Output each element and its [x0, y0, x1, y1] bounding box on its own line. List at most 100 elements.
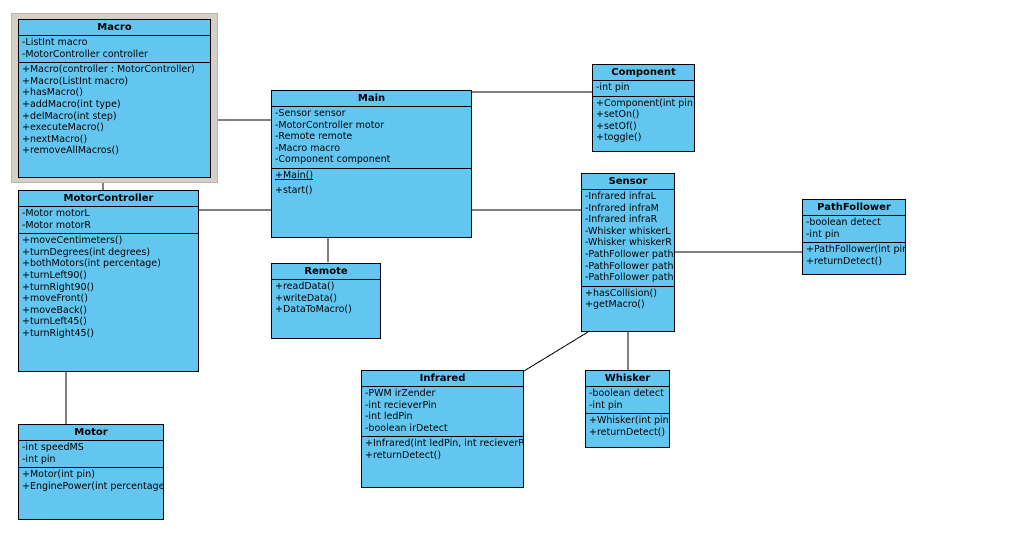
- attribute: -PathFollower pathM: [585, 260, 674, 272]
- method: +turnLeft90(): [22, 269, 87, 281]
- method: +setOf(): [596, 120, 637, 132]
- assoc-sensor-infrared: [523, 331, 589, 372]
- attribute: -Whisker whiskerR: [585, 237, 672, 249]
- attribute: -Motor motorL: [22, 208, 90, 219]
- class-attributes-whisker: -boolean detect -int pin: [586, 387, 669, 415]
- class-methods-infrared: +Infrared(int ledPin, int recieverPin) +…: [362, 437, 523, 463]
- method: +returnDetect(): [589, 426, 666, 438]
- class-methods-remote: +readData() +writeData() +DataToMacro(): [272, 280, 380, 318]
- method: +moveCentimeters(): [22, 235, 123, 247]
- attribute: -boolean detect: [806, 217, 881, 228]
- class-methods-sensor: +hasCollision() +getMacro(): [582, 287, 674, 313]
- class-methods-pathfollower: +PathFollower(int pin) +returnDetect(): [803, 243, 905, 269]
- method: +PathFollower(int pin): [806, 244, 905, 256]
- class-title-infrared: Infrared: [362, 371, 523, 387]
- attribute: -Infrared infraL: [585, 191, 656, 202]
- method: +turnRight45(): [22, 327, 94, 339]
- method: +Component(int pin): [596, 97, 694, 109]
- method: +toggle(): [596, 132, 642, 144]
- attribute: -MotorController motor: [275, 119, 385, 131]
- method: +hasCollision(): [585, 287, 657, 299]
- class-methods-motor: +Motor(int pin) +EnginePower(int percent…: [19, 468, 163, 494]
- attribute: -Component component: [275, 154, 391, 166]
- class-box-main[interactable]: Main -Sensor sensor -MotorController mot…: [271, 90, 472, 238]
- class-attributes-sensor: -Infrared infraL -Infrared infraM -Infra…: [582, 190, 674, 287]
- class-box-component[interactable]: Component -int pin +Component(int pin) +…: [592, 64, 695, 152]
- method: +returnDetect(): [365, 449, 442, 461]
- attribute: -PathFollower pathR: [585, 272, 674, 284]
- attribute: -Sensor sensor: [275, 108, 346, 119]
- method: +nextMacro(): [22, 133, 88, 145]
- method: +Motor(int pin): [22, 469, 95, 481]
- method: +executeMacro(): [22, 122, 104, 134]
- attribute: -Motor motorR: [22, 219, 92, 231]
- method: +Macro(controller : MotorController): [22, 64, 195, 76]
- class-title-main: Main: [272, 91, 471, 107]
- class-title-component: Component: [593, 65, 694, 81]
- attribute: -Macro macro: [275, 142, 341, 154]
- class-attributes-motor: -int speedMS -int pin: [19, 441, 163, 469]
- class-methods-macro: +Macro(controller : MotorController) +Ma…: [19, 63, 210, 159]
- method: +readData(): [275, 281, 335, 292]
- attribute: -int pin: [596, 82, 630, 93]
- class-attributes-macro: -ListInt macro -MotorController controll…: [19, 36, 210, 64]
- class-title-macro: Macro: [19, 20, 210, 36]
- attribute: -boolean irDetect: [365, 422, 448, 434]
- class-box-remote[interactable]: Remote +readData() +writeData() +DataToM…: [271, 263, 381, 339]
- class-box-macro[interactable]: Macro -ListInt macro -MotorController co…: [18, 19, 211, 178]
- attribute: -int pin: [589, 399, 623, 411]
- attribute: -Infrared infraM: [585, 202, 659, 214]
- attribute: -PathFollower pathL: [585, 248, 674, 260]
- class-methods-component: +Component(int pin) +setOn() +setOf() +t…: [593, 97, 694, 146]
- method: +turnLeft45(): [22, 316, 87, 328]
- class-methods-motorcontroller: +moveCentimeters() +turnDegrees(int degr…: [19, 234, 198, 341]
- method: +Infrared(int ledPin, int recieverPin): [365, 438, 523, 450]
- method: +getMacro(): [585, 299, 645, 311]
- class-methods-main: +Main() +start(): [272, 169, 471, 199]
- attribute: -int pin: [22, 453, 56, 465]
- method: +setOn(): [596, 109, 640, 121]
- method: +Macro(ListInt macro): [22, 75, 129, 87]
- attribute: -int speedMS: [22, 442, 84, 453]
- method: +turnDegrees(int degrees): [22, 246, 151, 258]
- attribute: -int recieverPin: [365, 399, 437, 411]
- attribute: -int ledPin: [365, 411, 413, 423]
- class-attributes-infrared: -PWM irZender -int recieverPin -int ledP…: [362, 387, 523, 438]
- class-title-motorcontroller: MotorController: [19, 191, 198, 207]
- class-attributes-motorcontroller: -Motor motorL -Motor motorR: [19, 207, 198, 235]
- attribute: -ListInt macro: [22, 37, 88, 48]
- method: +delMacro(int step): [22, 110, 117, 122]
- class-title-whisker: Whisker: [586, 371, 669, 387]
- class-attributes-pathfollower: -boolean detect -int pin: [803, 216, 905, 244]
- method: +moveFront(): [22, 293, 88, 305]
- method: +returnDetect(): [806, 255, 883, 267]
- method: +addMacro(int type): [22, 98, 121, 110]
- method: +moveBack(): [22, 304, 87, 316]
- attribute: -Whisker whiskerL: [585, 225, 671, 237]
- class-box-pathfollower[interactable]: PathFollower -boolean detect -int pin +P…: [802, 199, 906, 275]
- method: +removeAllMacros(): [22, 145, 119, 157]
- class-title-motor: Motor: [19, 425, 163, 441]
- attribute: -PWM irZender: [365, 388, 436, 399]
- method: +Whisker(int pin): [589, 415, 669, 427]
- class-title-sensor: Sensor: [582, 174, 674, 190]
- method: +bothMotors(int percentage): [22, 258, 161, 270]
- class-box-motorcontroller[interactable]: MotorController -Motor motorL -Motor mot…: [18, 190, 199, 372]
- class-box-infrared[interactable]: Infrared -PWM irZender -int recieverPin …: [361, 370, 524, 488]
- method: +writeData(): [275, 292, 337, 304]
- class-title-remote: Remote: [272, 264, 380, 280]
- method-static: +Main(): [275, 169, 314, 181]
- class-box-motor[interactable]: Motor -int speedMS -int pin +Motor(int p…: [18, 424, 164, 520]
- method: +EnginePower(int percentage): [22, 480, 163, 492]
- class-attributes-component: -int pin: [593, 81, 694, 97]
- attribute: -boolean detect: [589, 388, 664, 399]
- class-box-sensor[interactable]: Sensor -Infrared infraL -Infrared infraM…: [581, 173, 675, 332]
- attribute: -Infrared infraR: [585, 214, 658, 226]
- method: +DataToMacro(): [275, 304, 352, 316]
- class-title-pathfollower: PathFollower: [803, 200, 905, 216]
- class-box-whisker[interactable]: Whisker -boolean detect -int pin +Whiske…: [585, 370, 670, 448]
- attribute: -MotorController controller: [22, 48, 148, 60]
- method: +hasMacro(): [22, 87, 83, 99]
- method: +start(): [275, 185, 313, 197]
